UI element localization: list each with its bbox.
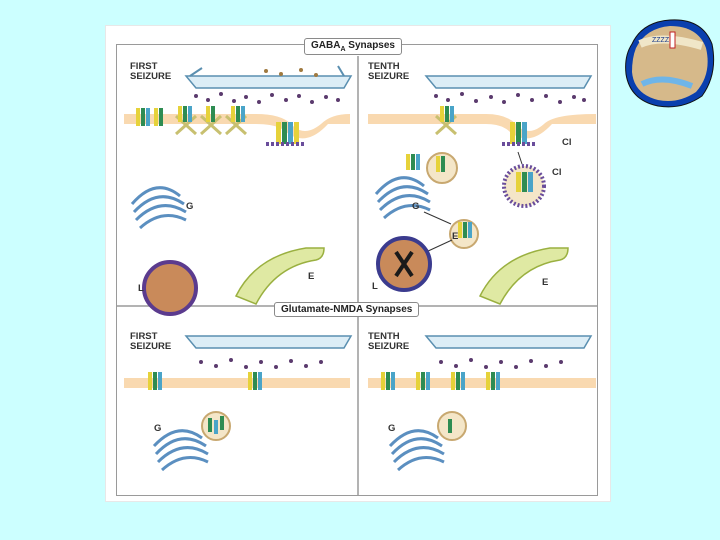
gaba-receptors-synaptic	[434, 106, 536, 146]
gaba-header-text: GABA	[311, 40, 341, 51]
label-first-seizure-nmda: FIRST SEIZURE	[130, 331, 172, 352]
logo-text: ZZZZ	[652, 37, 670, 44]
label-tenth-seizure-gaba: TENTH SEIZURE	[368, 61, 410, 82]
gephyrin-scaffold	[174, 114, 248, 136]
gaba-first-panel	[124, 65, 353, 316]
postsynaptic-membrane	[368, 378, 596, 388]
label-tenth-seizure-nmda: TENTH SEIZURE	[368, 331, 410, 352]
label-golgi-nmda-tenth: G	[388, 423, 396, 434]
gaba-header-tail: Synapses	[345, 40, 395, 51]
postsynaptic-membrane	[124, 378, 350, 388]
glutamate-molecules	[439, 358, 563, 369]
presynaptic-terminal	[184, 335, 353, 349]
nmda-tenth-panel	[368, 335, 596, 472]
label-er-tenth: E	[542, 277, 549, 288]
terminal-edge	[189, 65, 345, 77]
label-first-seizure-gaba: FIRST SEIZURE	[130, 61, 172, 82]
presynaptic-terminal	[184, 75, 353, 89]
presynaptic-terminal	[424, 75, 593, 89]
glutamate-molecules	[199, 358, 323, 369]
gaba-receptor-coated-pit	[266, 122, 306, 146]
nmda-first-panel	[124, 335, 353, 472]
label-golgi-tenth: G	[412, 201, 420, 212]
label-golgi-nmda-first: G	[154, 423, 162, 434]
arrow-to-lysosome	[425, 239, 453, 253]
nmda-header: Glutamate-NMDA Synapses	[274, 302, 420, 317]
arrow-to-golgi	[423, 211, 452, 225]
synapse-figure: GABAA Synapses Glutamate-NMDA Synapses F…	[106, 26, 610, 501]
endoplasmic-reticulum	[234, 247, 325, 305]
gaba-header: GABAA Synapses	[304, 38, 402, 55]
nmda-header-text: Glutamate-NMDA Synapses	[281, 304, 413, 315]
label-lysosome-tenth: L	[372, 281, 378, 292]
golgi-apparatus	[152, 429, 209, 472]
label-er: E	[308, 271, 315, 282]
label-cl-2: Cl	[552, 167, 562, 178]
synapse-diagram	[116, 56, 598, 496]
sleep-lighthouse-map-icon: ZZZZ	[625, 19, 715, 108]
postsynaptic-membrane	[368, 114, 596, 139]
endoplasmic-reticulum	[478, 247, 569, 305]
golgi-apparatus	[374, 176, 431, 220]
gaba-molecules	[194, 68, 340, 104]
label-endosome: E	[452, 231, 459, 242]
golgi-apparatus	[388, 429, 445, 472]
gaba-molecules	[434, 92, 586, 104]
endocytosis-arrow	[517, 151, 523, 165]
golgi-apparatus	[130, 186, 187, 230]
degraded-receptor-x	[394, 250, 414, 278]
presynaptic-terminal	[424, 335, 593, 349]
gaba-header-subscript: A	[340, 46, 346, 53]
label-lysosome: L	[138, 283, 144, 294]
label-golgi: G	[186, 201, 194, 212]
lysosome	[142, 260, 198, 316]
gaba-receptors-synaptic	[136, 106, 248, 136]
gaba-tenth-panel	[368, 75, 596, 305]
label-cl-1: Cl	[562, 137, 572, 148]
